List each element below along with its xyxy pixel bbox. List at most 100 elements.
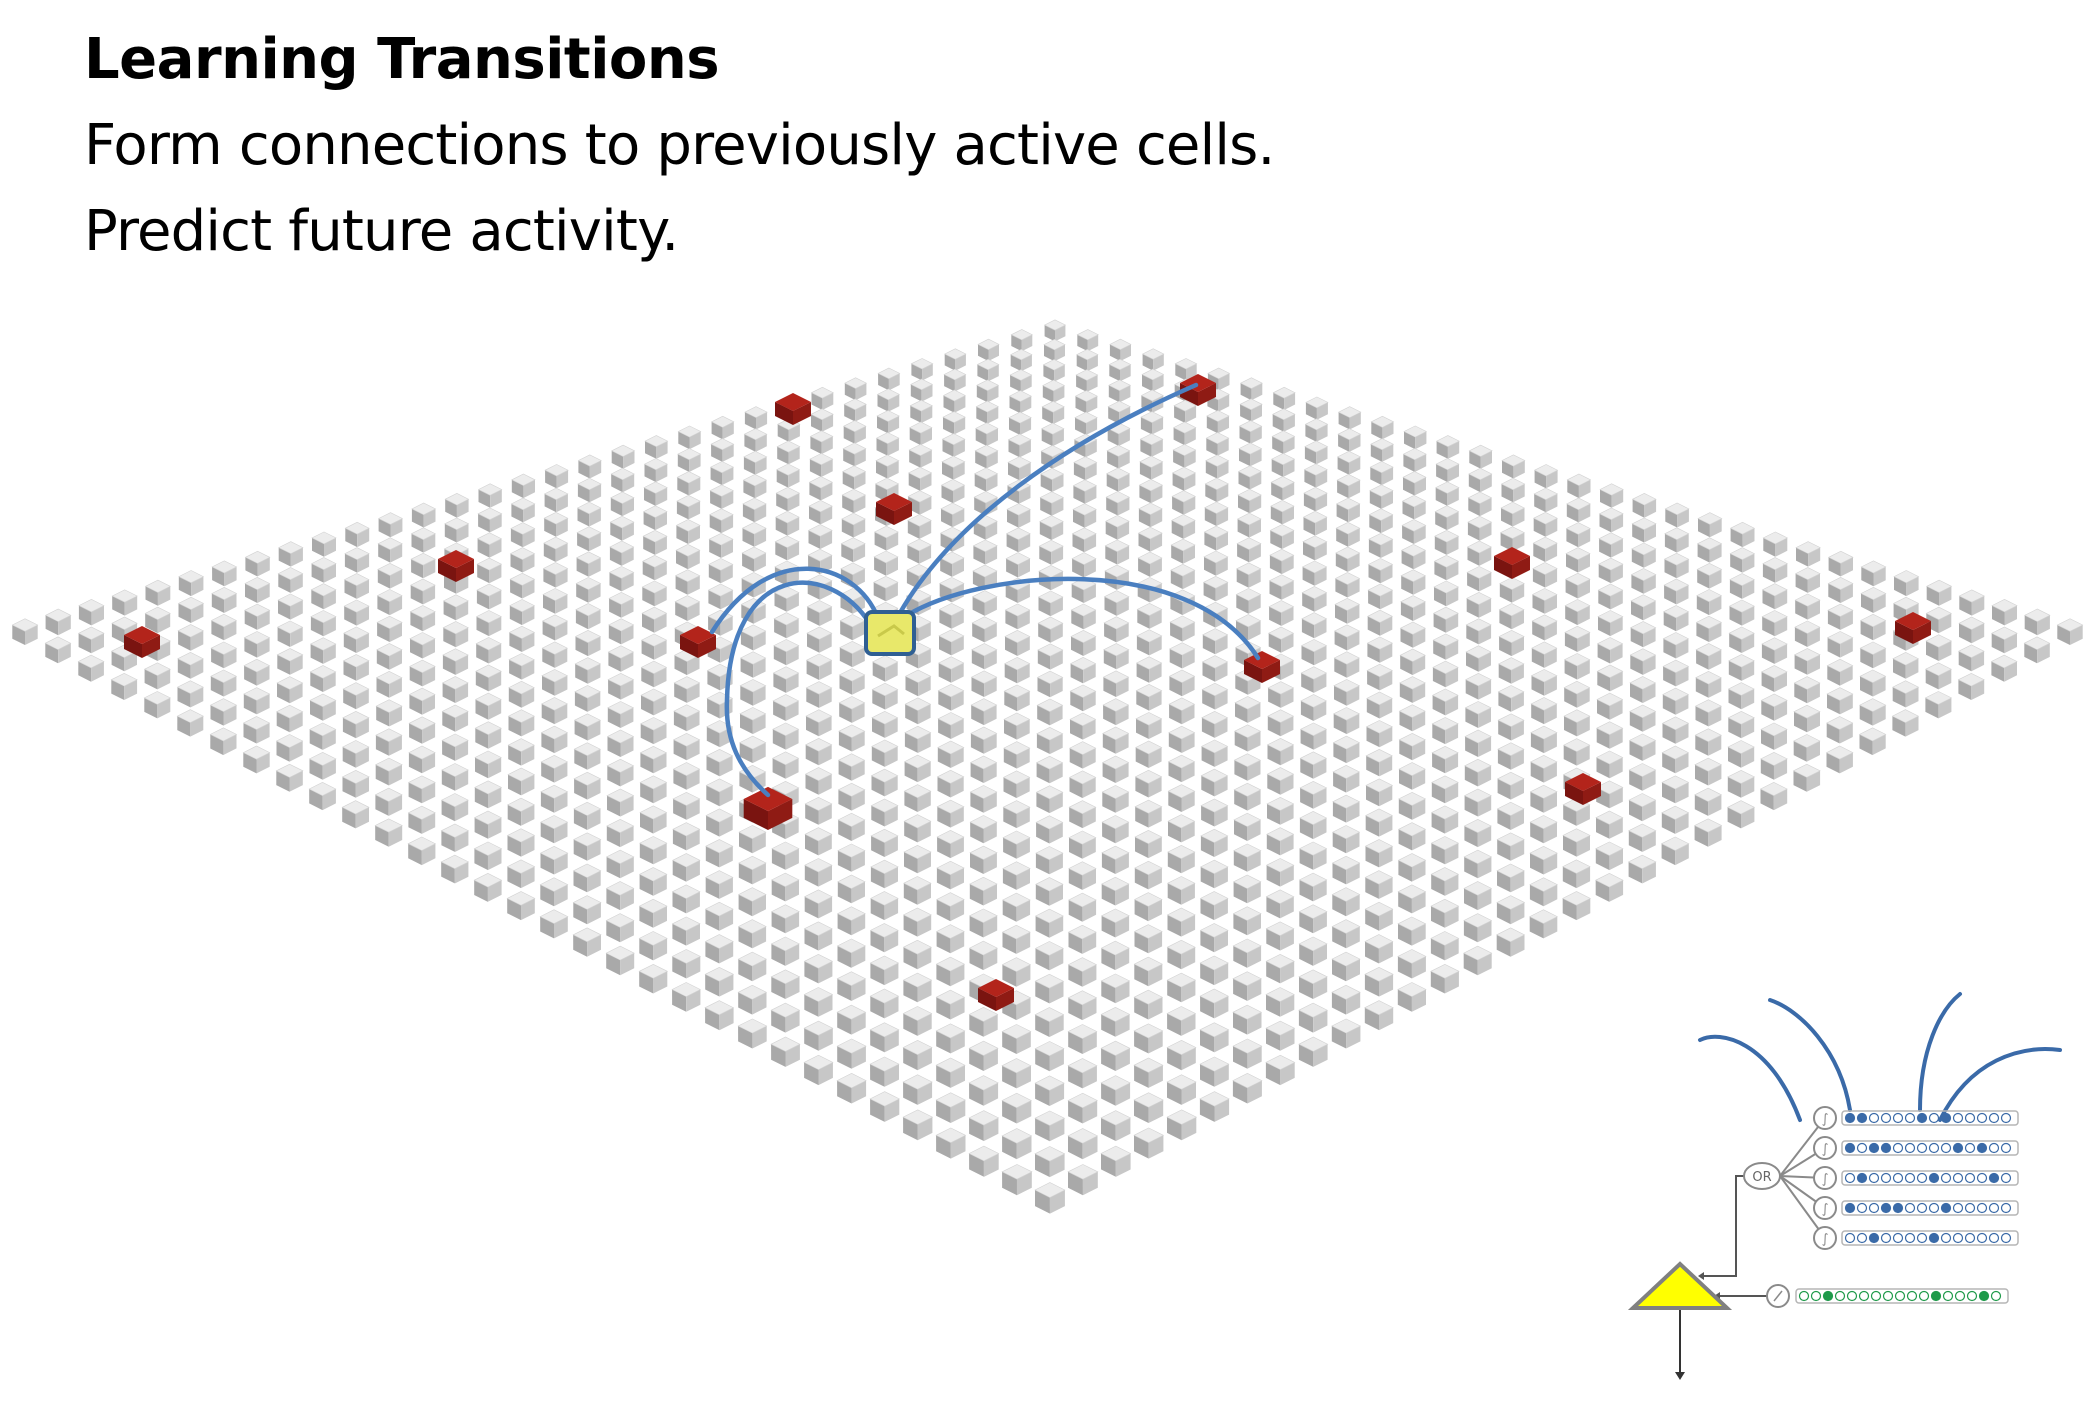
grid-cell: [1037, 590, 1064, 617]
grid-cell: [942, 411, 966, 435]
active-cell: [1565, 773, 1601, 805]
grid-cell: [1133, 924, 1163, 954]
grid-cell: [1100, 973, 1131, 1004]
grid-cell: [1007, 456, 1032, 481]
grid-cell: [1010, 348, 1033, 372]
grid-cell: [1265, 953, 1295, 984]
grid-cell: [1034, 1007, 1065, 1037]
grid-cell: [672, 791, 701, 820]
grid-cell: [1501, 454, 1526, 479]
grid-cell: [870, 859, 899, 889]
grid-cell: [1068, 770, 1097, 799]
grid-cell: [441, 704, 469, 732]
grid-cell: [1006, 503, 1031, 528]
grid-cell: [574, 629, 602, 657]
grid-cell: [1268, 626, 1295, 653]
grid-cell: [1200, 859, 1229, 889]
grid-cell: [1265, 1054, 1296, 1086]
grid-cell: [1629, 676, 1657, 704]
grid-cell: [473, 872, 503, 902]
grid-cell: [1627, 854, 1657, 884]
grid-cell: [441, 763, 469, 791]
grid-cell: [540, 725, 569, 754]
grid-cell: [543, 511, 569, 537]
grid-cell: [1727, 710, 1755, 739]
grid-cell: [1463, 788, 1492, 817]
grid-cell: [1133, 956, 1163, 987]
grid-cell: [1265, 858, 1295, 887]
grid-cell: [1166, 1006, 1197, 1036]
grid-cell: [1101, 845, 1130, 874]
grid-cell: [936, 799, 965, 828]
grid-cell: [975, 422, 999, 446]
grid-cell: [475, 610, 502, 637]
grid-cell: [1364, 966, 1394, 997]
grid-cell: [440, 823, 470, 852]
grid-cell: [839, 640, 866, 668]
grid-cell: [1266, 796, 1295, 825]
grid-cell: [935, 1023, 966, 1054]
grid-cell: [1002, 770, 1031, 799]
grid-cell: [1365, 748, 1393, 777]
grid-cell: [44, 636, 72, 664]
grid-cell: [573, 713, 602, 741]
grid-cell: [1826, 716, 1854, 744]
grid-cell: [1067, 1092, 1098, 1124]
grid-cell: [775, 510, 800, 536]
grid-cell: [1298, 1036, 1329, 1067]
grid-cell: [1466, 540, 1492, 566]
grid-cell: [937, 683, 965, 711]
grid-cell: [810, 386, 834, 410]
grid-cell: [871, 682, 899, 710]
grid-cell: [542, 588, 569, 614]
grid-cell: [1304, 418, 1329, 442]
grid-cell: [178, 570, 205, 597]
grid-cell: [110, 672, 138, 701]
grid-cell: [1596, 721, 1624, 749]
grid-cell: [1266, 767, 1295, 795]
grid-cell: [1035, 755, 1064, 784]
grid-cell: [1201, 710, 1229, 738]
grid-cell: [639, 745, 668, 774]
grid-cell: [1893, 570, 1920, 597]
grid-cell: [1268, 600, 1295, 626]
grid-cell: [836, 971, 867, 1001]
grid-cell: [1332, 825, 1361, 854]
soma: [1627, 1261, 1733, 1380]
svg-text:∫: ∫: [1822, 1232, 1829, 1247]
grid-cell: [408, 745, 436, 774]
distal-segment: ∫: [1779, 1175, 2019, 1250]
grid-cell: [842, 465, 867, 490]
grid-cell: [1001, 1024, 1032, 1054]
grid-cell: [1400, 569, 1427, 595]
grid-cell: [1034, 908, 1064, 938]
grid-cell: [1166, 1039, 1197, 1071]
grid-cell: [1563, 709, 1591, 737]
grid-cell: [1664, 527, 1690, 553]
grid-cell: [1397, 982, 1427, 1012]
grid-cell: [1332, 794, 1361, 823]
connection-curve: [724, 580, 873, 798]
distal-segment: ∫: [1779, 1136, 2019, 1177]
grid-cell: [704, 934, 734, 964]
grid-cell: [375, 699, 403, 727]
grid-cell: [671, 884, 701, 914]
grid-cell: [1205, 432, 1230, 456]
grid-cell: [1173, 399, 1197, 423]
grid-cell: [974, 444, 999, 469]
grid-cell: [510, 522, 536, 548]
grid-cell: [739, 735, 767, 764]
grid-cell: [903, 876, 932, 905]
grid-cell: [1203, 550, 1229, 576]
grid-cell: [968, 1075, 999, 1106]
grid-cell: [1465, 672, 1492, 700]
grid-cell: [1793, 704, 1821, 733]
grid-cell: [509, 572, 536, 599]
grid-cell: [1232, 1038, 1263, 1069]
grid-cell: [440, 854, 470, 884]
dendrite-curve-4: [1938, 1047, 2062, 1122]
grid-cell: [869, 923, 899, 953]
grid-cell: [1597, 583, 1624, 610]
active-cell: [1244, 651, 1280, 683]
grid-cell: [1697, 512, 1723, 538]
